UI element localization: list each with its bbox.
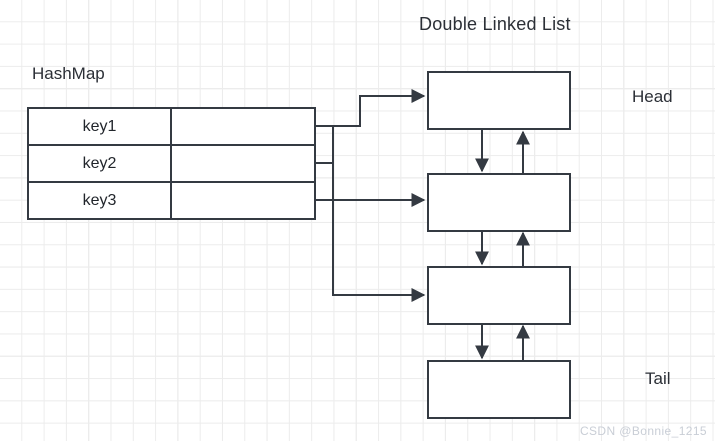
list-node-head [427, 71, 571, 130]
node-link-arrows [475, 130, 530, 360]
hashmap-value-cell [172, 183, 314, 218]
list-node-second [427, 173, 571, 232]
hashmap-label: HashMap [32, 64, 105, 83]
head-label: Head [632, 87, 673, 106]
tail-label: Tail [645, 369, 671, 388]
hashmap-key-cell: key3 [29, 183, 172, 218]
connector-key2-rail [316, 125, 360, 164]
table-row: key2 [29, 146, 314, 183]
connector-key1-to-node1 [316, 89, 426, 127]
connector-rail-to-node3 [332, 163, 426, 302]
hashmap-value-cell [172, 109, 314, 144]
list-node-third [427, 266, 571, 325]
hashmap-table: key1 key2 key3 [27, 107, 316, 220]
hashmap-key-cell: key1 [29, 109, 172, 144]
table-row: key1 [29, 109, 314, 146]
hashmap-key-cell: key2 [29, 146, 172, 181]
hashmap-value-cell [172, 146, 314, 181]
list-node-tail [427, 360, 571, 419]
table-row: key3 [29, 183, 314, 218]
page-title: Double Linked List [419, 14, 571, 34]
watermark: CSDN @Bonnie_1215 [579, 424, 707, 438]
hashmap-to-node-connectors [316, 89, 426, 302]
